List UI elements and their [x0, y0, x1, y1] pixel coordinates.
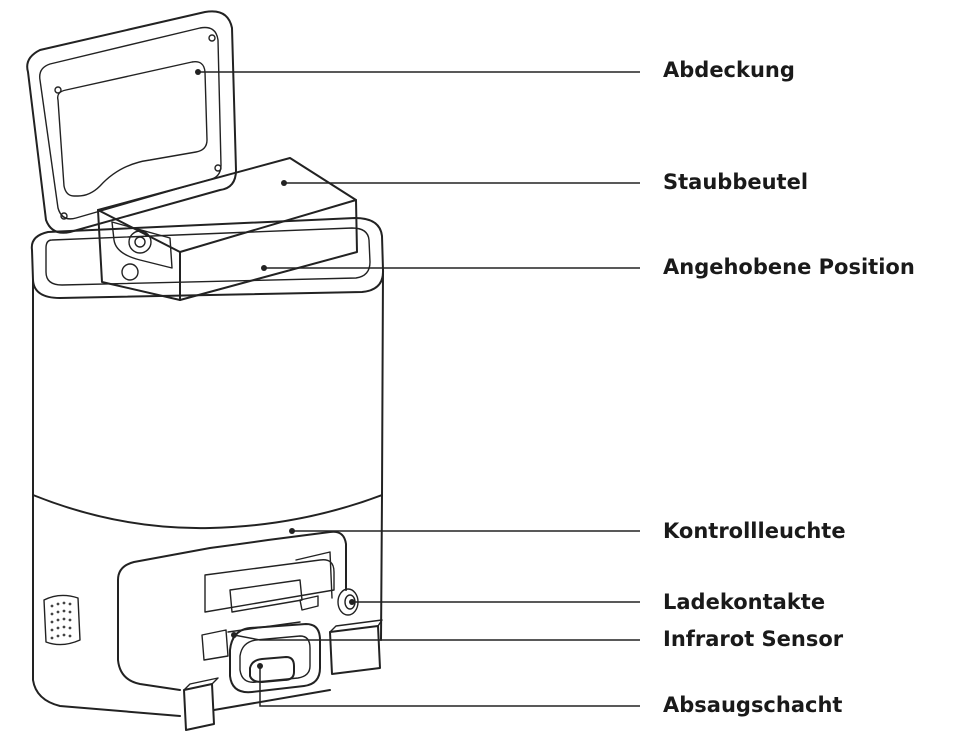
label-angehobene-position: Angehobene Position: [663, 255, 915, 279]
station-body: [32, 269, 384, 717]
docking-base: [117, 530, 383, 731]
leader-lines: [195, 69, 640, 707]
leader-absaugschacht: [259, 666, 640, 707]
label-ladekontakte: Ladekontakte: [663, 590, 826, 614]
label-abdeckung: Abdeckung: [663, 58, 795, 82]
label-infrarot-sensor: Infrarot Sensor: [663, 627, 844, 651]
speaker-grille: [43, 594, 81, 646]
body-rim: [30, 217, 385, 299]
label-absaugschacht: Absaugschacht: [663, 693, 843, 717]
lid: [26, 10, 237, 234]
label-kontrollleuchte: Kontrollleuchte: [663, 519, 846, 543]
dust-bag: [97, 157, 358, 301]
label-staubbeutel: Staubbeutel: [663, 170, 809, 194]
leader-infrarot-sensor: [233, 634, 640, 641]
